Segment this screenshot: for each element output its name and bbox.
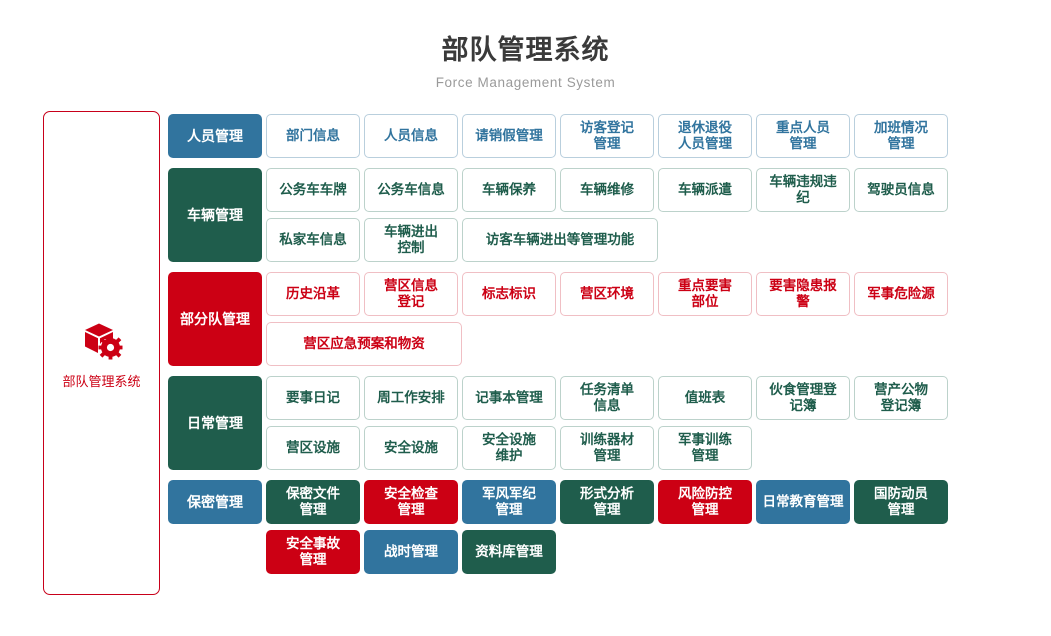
module-tile[interactable]: 形式分析 管理: [560, 480, 654, 525]
module-tile[interactable]: 安全事故 管理: [266, 530, 360, 575]
category-button[interactable]: 保密管理: [168, 480, 262, 525]
module-tile[interactable]: 访客登记 管理: [560, 114, 654, 159]
module-tile[interactable]: 营产公物 登记簿: [854, 376, 948, 421]
module-tile[interactable]: 营区应急预案和物资: [266, 322, 462, 367]
content-area: 部队管理系统 人员管理部门信息人员信息请销假管理访客登记 管理退休退役 人员管理…: [0, 90, 1051, 596]
module-tile[interactable]: 访客车辆进出等管理功能: [462, 218, 658, 263]
module-tile[interactable]: 军事训练 管理: [658, 426, 752, 471]
module-tile[interactable]: 军风军纪 管理: [462, 480, 556, 525]
section-rows: 部门信息人员信息请销假管理访客登记 管理退休退役 人员管理重点人员 管理加班情况…: [266, 111, 1051, 161]
module-tile[interactable]: 驾驶员信息: [854, 168, 948, 213]
module-tile[interactable]: 车辆派遣: [658, 168, 752, 213]
module-tile[interactable]: 国防动员 管理: [854, 480, 948, 525]
module-tile[interactable]: 部门信息: [266, 114, 360, 159]
module-section: 人员管理部门信息人员信息请销假管理访客登记 管理退休退役 人员管理重点人员 管理…: [168, 111, 1051, 161]
module-row: 保密文件 管理安全检查 管理军风军纪 管理形式分析 管理风险防控 管理日常教育管…: [266, 477, 1051, 527]
module-tile[interactable]: 伙食管理登记簿: [756, 376, 850, 421]
page-title: 部队管理系统: [441, 35, 610, 65]
module-tile[interactable]: 安全设施: [364, 426, 458, 471]
module-tile[interactable]: 训练器材 管理: [560, 426, 654, 471]
module-row: 公务车车牌公务车信息车辆保养车辆维修车辆派遣车辆违规违纪驾驶员信息: [266, 165, 1051, 215]
category-button[interactable]: 日常管理: [168, 376, 262, 471]
module-tile[interactable]: 日常教育管理: [756, 480, 850, 525]
module-tile[interactable]: 要害隐患报警: [756, 272, 850, 317]
category-button[interactable]: 车辆管理: [168, 168, 262, 263]
module-grid: 人员管理部门信息人员信息请销假管理访客登记 管理退休退役 人员管理重点人员 管理…: [168, 111, 1051, 581]
module-tile[interactable]: 保密文件 管理: [266, 480, 360, 525]
module-tile[interactable]: 重点要害 部位: [658, 272, 752, 317]
module-row: 部门信息人员信息请销假管理访客登记 管理退休退役 人员管理重点人员 管理加班情况…: [266, 111, 1051, 161]
module-tile[interactable]: 退休退役 人员管理: [658, 114, 752, 159]
module-row: 营区应急预案和物资: [266, 319, 1051, 369]
module-row: 私家车信息车辆进出 控制访客车辆进出等管理功能: [266, 215, 1051, 265]
module-tile[interactable]: 公务车车牌: [266, 168, 360, 213]
module-tile[interactable]: 私家车信息: [266, 218, 360, 263]
module-tile[interactable]: 加班情况 管理: [854, 114, 948, 159]
module-tile[interactable]: 重点人员 管理: [756, 114, 850, 159]
module-tile[interactable]: 公务车信息: [364, 168, 458, 213]
module-tile[interactable]: 周工作安排: [364, 376, 458, 421]
module-tile[interactable]: 标志标识: [462, 272, 556, 317]
sidebar-label: 部队管理系统: [62, 373, 141, 389]
page-header: 部队管理系统 Force Management System: [0, 0, 1051, 90]
section-rows: 要事日记周工作安排记事本管理任务清单 信息值班表伙食管理登记簿营产公物 登记簿营…: [266, 373, 1051, 473]
module-tile[interactable]: 请销假管理: [462, 114, 556, 159]
module-row: 安全事故 管理战时管理资料库管理: [266, 527, 1051, 577]
category-button[interactable]: 人员管理: [168, 114, 262, 159]
module-tile[interactable]: 车辆进出 控制: [364, 218, 458, 263]
section-rows: 历史沿革营区信息 登记标志标识营区环境重点要害 部位要害隐患报警军事危险源营区应…: [266, 269, 1051, 369]
module-tile[interactable]: 营区信息 登记: [364, 272, 458, 317]
module-tile[interactable]: 车辆违规违纪: [756, 168, 850, 213]
module-section: 车辆管理公务车车牌公务车信息车辆保养车辆维修车辆派遣车辆违规违纪驾驶员信息私家车…: [168, 165, 1051, 265]
module-row: 营区设施安全设施安全设施 维护训练器材 管理军事训练 管理: [266, 423, 1051, 473]
module-tile[interactable]: 车辆保养: [462, 168, 556, 213]
module-tile[interactable]: 历史沿革: [266, 272, 360, 317]
module-tile[interactable]: 营区环境: [560, 272, 654, 317]
module-tile[interactable]: 人员信息: [364, 114, 458, 159]
page-subtitle: Force Management System: [435, 75, 616, 91]
category-button[interactable]: 部分队管理: [168, 272, 262, 367]
module-tile[interactable]: 安全检查 管理: [364, 480, 458, 525]
module-tile[interactable]: 安全设施 维护: [462, 426, 556, 471]
section-rows: 公务车车牌公务车信息车辆保养车辆维修车辆派遣车辆违规违纪驾驶员信息私家车信息车辆…: [266, 165, 1051, 265]
module-section: 部分队管理历史沿革营区信息 登记标志标识营区环境重点要害 部位要害隐患报警军事危…: [168, 269, 1051, 369]
module-tile[interactable]: 军事危险源: [854, 272, 948, 317]
module-row: 历史沿革营区信息 登记标志标识营区环境重点要害 部位要害隐患报警军事危险源: [266, 269, 1051, 319]
module-row: 要事日记周工作安排记事本管理任务清单 信息值班表伙食管理登记簿营产公物 登记簿: [266, 373, 1051, 423]
module-tile[interactable]: 营区设施: [266, 426, 360, 471]
module-tile[interactable]: 值班表: [658, 376, 752, 421]
section-rows: 保密文件 管理安全检查 管理军风军纪 管理形式分析 管理风险防控 管理日常教育管…: [266, 477, 1051, 577]
module-tile[interactable]: 资料库管理: [462, 530, 556, 575]
module-tile[interactable]: 要事日记: [266, 376, 360, 421]
module-tile[interactable]: 风险防控 管理: [658, 480, 752, 525]
module-tile[interactable]: 车辆维修: [560, 168, 654, 213]
box-gear-icon: [79, 317, 125, 363]
module-section: 日常管理要事日记周工作安排记事本管理任务清单 信息值班表伙食管理登记簿营产公物 …: [168, 373, 1051, 473]
module-tile[interactable]: 记事本管理: [462, 376, 556, 421]
module-tile[interactable]: 战时管理: [364, 530, 458, 575]
module-section: 保密管理保密文件 管理安全检查 管理军风军纪 管理形式分析 管理风险防控 管理日…: [168, 477, 1051, 577]
sidebar-panel[interactable]: 部队管理系统: [43, 111, 160, 596]
module-tile[interactable]: 任务清单 信息: [560, 376, 654, 421]
